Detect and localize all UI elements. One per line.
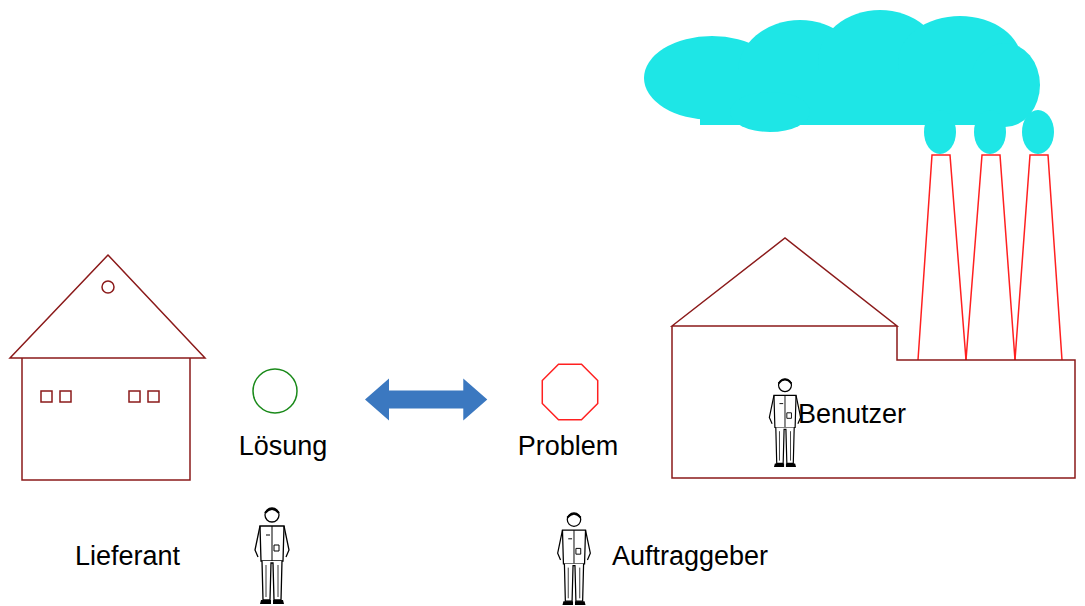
role-label: Lieferant	[75, 540, 180, 572]
node-label: Problem	[508, 430, 628, 462]
chimney	[918, 155, 1062, 360]
problem-octagon: Problem	[510, 362, 630, 457]
smoke-cloud	[644, 10, 1054, 154]
person-figure	[769, 379, 800, 467]
octagon-outline	[542, 364, 597, 419]
person-figure	[558, 513, 591, 605]
factory-building: Benutzer	[672, 238, 1076, 480]
node-outline	[672, 238, 1076, 480]
person-figure	[255, 508, 289, 604]
node-label: Lösung	[215, 430, 351, 462]
factory-outline	[672, 238, 1075, 478]
node-label: Benutzer	[798, 398, 938, 430]
solution-circle: Lösung	[215, 365, 335, 460]
double-arrow	[365, 379, 487, 421]
circle-outline	[253, 369, 297, 413]
role-label: Auftraggeber	[612, 540, 768, 572]
house	[10, 255, 205, 480]
